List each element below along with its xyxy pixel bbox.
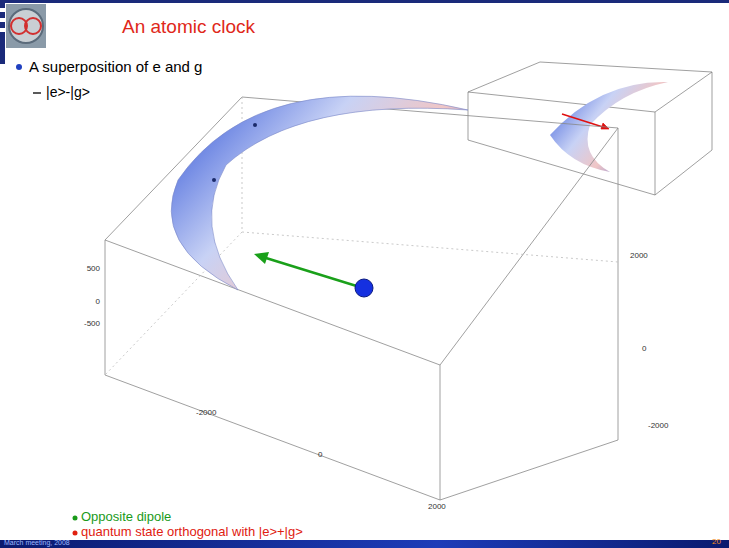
surface-mark <box>212 178 216 182</box>
axis-tick: 0 <box>318 450 322 459</box>
surface-mark <box>253 123 257 127</box>
axis-tick: -2000 <box>196 408 216 417</box>
atom-dot <box>355 279 373 297</box>
axis-tick: -2000 <box>648 421 668 430</box>
page-number: 20 <box>712 537 721 546</box>
crescent-surface <box>171 96 468 290</box>
dipole-arrow <box>266 258 363 288</box>
arrow-head <box>254 252 269 264</box>
logo <box>0 4 46 48</box>
left-bar <box>0 0 5 64</box>
axis-tick: 0 <box>642 344 646 353</box>
inset-plot <box>468 62 712 195</box>
note-text: quantum state orthogonal with |e>+|g> <box>81 525 303 540</box>
footer-text: March meeting, 2008 <box>4 539 70 547</box>
sub-bullet-text: |e>-|g> <box>46 84 90 100</box>
bullet-text: A superposition of e and g <box>29 58 202 75</box>
axis-tick: 2000 <box>630 251 648 260</box>
sub-bullet-dash <box>33 92 41 93</box>
slide-title: An atomic clock <box>122 16 255 38</box>
bullet <box>73 516 78 521</box>
bullet <box>16 64 22 70</box>
axis-tick: 500 <box>87 264 100 273</box>
axis-tick: -500 <box>84 319 100 328</box>
axis-tick: 2000 <box>428 502 446 511</box>
top-rule <box>0 0 729 3</box>
note-text: Opposite dipole <box>81 510 171 525</box>
axis-tick: 0 <box>96 297 100 306</box>
plot-box <box>105 97 618 500</box>
footer-bar <box>0 540 729 548</box>
bullet <box>73 531 78 536</box>
